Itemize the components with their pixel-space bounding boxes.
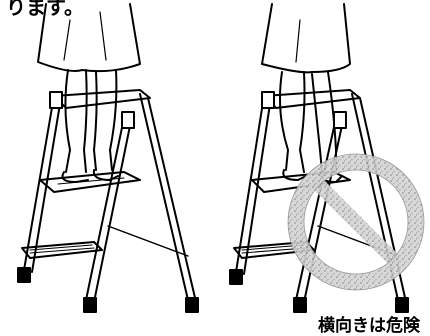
caption-top-fragment: ります。 [6,0,84,19]
prohibition-sign [287,153,425,291]
person-legs-left [64,69,118,173]
ladder-step-lower-left [21,241,103,259]
ladder-top-right [263,89,361,109]
ladder-step-lower-right [233,241,315,259]
ladder-incorrect-use [229,3,409,313]
person-legs-right [279,71,337,173]
ladder-step-upper-left [39,171,141,193]
ladder-top-left [53,89,151,109]
person-skirt-left [37,3,141,73]
person-skirt-right [261,3,351,74]
ladder-correct-use [17,3,199,313]
caption-warning: 横向きは危険 [318,316,420,336]
